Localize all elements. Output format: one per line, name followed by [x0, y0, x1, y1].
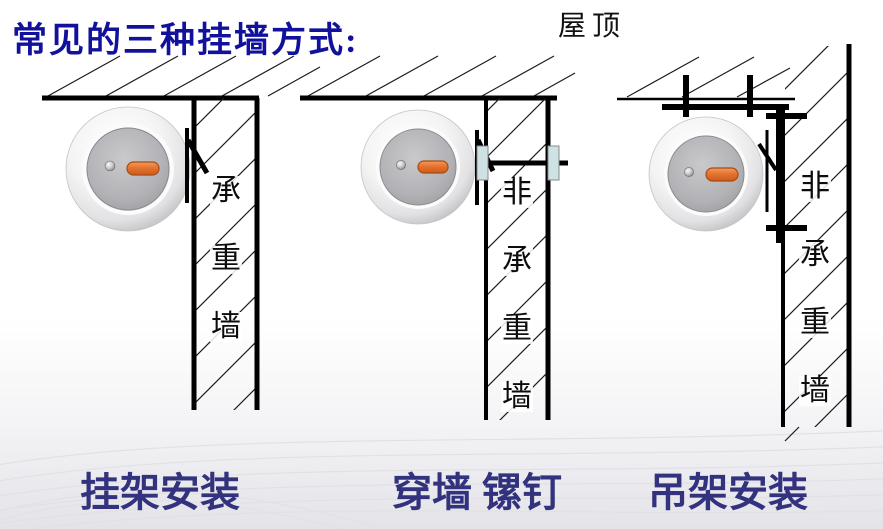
page-title: 常见的三种挂墙方式:: [12, 21, 359, 60]
diagram-hanging-bracket: [617, 44, 852, 442]
caption-bracket-mount: 挂架安装: [80, 470, 240, 515]
water-heater-illustration: [648, 116, 764, 232]
ceiling-hatch: [47, 55, 321, 97]
non-load-bearing-wall: [781, 44, 852, 442]
diagram-bracket-mount: [42, 55, 321, 410]
wall-hook-bracket: [185, 128, 210, 203]
wall-label-non-load-bearing: 非 承 重 墙: [499, 178, 535, 412]
roof-label: 屋顶: [558, 11, 627, 42]
wall-label-char: 墙: [799, 374, 831, 407]
water-heater-illustration: [360, 109, 476, 225]
wall-label-char: 承: [210, 174, 242, 207]
wall-label-load-bearing: 承 重 墙: [208, 176, 244, 342]
screw-detail: [104, 160, 116, 172]
wall-label-char: 非: [799, 170, 831, 203]
wall-label-char: 承: [501, 244, 533, 277]
ceiling-hatch: [626, 56, 791, 98]
ceiling-hanging-bracket: [662, 75, 807, 243]
heater-handle: [126, 161, 160, 176]
anchor-plate: [547, 145, 560, 181]
wall-label-char: 重: [799, 306, 831, 339]
wall-label-non-load-bearing: 非 承 重 墙: [797, 172, 833, 406]
screw-detail: [396, 160, 406, 170]
wall-label-char: 墙: [501, 380, 533, 413]
wall-label-char: 重: [501, 312, 533, 345]
non-load-bearing-wall: [484, 98, 551, 420]
wall-label-char: 非: [501, 176, 533, 209]
caption-through-wall-bolt: 穿墙 镙钉: [392, 470, 562, 515]
diagram-through-wall-bolt: [300, 55, 576, 420]
water-heater-illustration: [65, 106, 191, 232]
wall-label-char: 墙: [210, 310, 242, 343]
ceiling-hatch: [307, 55, 576, 97]
through-wall-bolt: [475, 130, 568, 205]
anchor-plate: [476, 145, 489, 181]
heater-handle: [417, 160, 449, 174]
wall-label-char: 承: [799, 238, 831, 271]
caption-hanging-bracket: 吊架安装: [648, 470, 808, 515]
wall-label-char: 重: [210, 242, 242, 275]
screw-detail: [684, 167, 694, 177]
heater-handle: [705, 167, 739, 182]
